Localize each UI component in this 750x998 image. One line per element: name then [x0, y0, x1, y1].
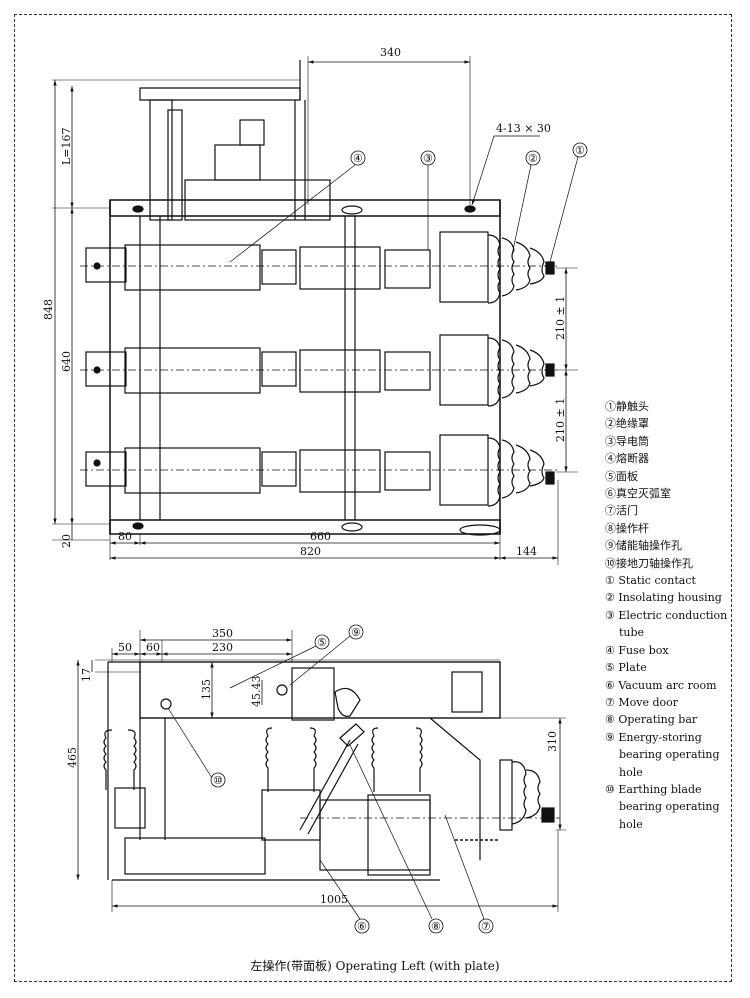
legend-en-3-cont: tube	[619, 626, 645, 640]
legend-zh-6: ⑥真空灭弧室	[605, 487, 671, 501]
dim-820: 820	[300, 545, 321, 558]
callout-1: ①	[575, 144, 585, 157]
callout-10: ⑩	[213, 774, 223, 787]
legend-en-6: ⑥ Vacuum arc room	[605, 678, 717, 692]
fuse-row-2	[80, 334, 560, 407]
dim-l167: L=167	[60, 127, 73, 165]
legend-zh-2: ②绝缘罩	[605, 417, 649, 431]
drawing-caption: 左操作(带面板) Operating Left (with plate)	[250, 959, 500, 973]
legend-zh-1: ①静触头	[605, 400, 649, 413]
callout-2: ②	[528, 152, 538, 165]
dim-640: 640	[60, 351, 73, 372]
dim-210-lower: 210 ± 1	[554, 398, 567, 442]
dim-660: 660	[310, 530, 331, 543]
legend-en-9-cont-a: bearing operating	[619, 748, 720, 762]
legend-zh-5: ⑤面板	[605, 469, 638, 483]
legend-zh-3: ③导电筒	[605, 434, 649, 448]
callout-6: ⑥	[357, 920, 367, 933]
legend-en-8: ⑧ Operating bar	[605, 713, 698, 727]
legend-en-10: ⑩ Earthing blade	[605, 782, 702, 796]
legend-zh-8: ⑧操作杆	[605, 521, 649, 535]
legend-zh-10: ⑩接地刀轴操作孔	[605, 556, 693, 570]
legend-en-4: ④ Fuse box	[605, 643, 669, 657]
legend-en-2: ② Insolating housing	[605, 591, 722, 605]
dim-144: 144	[516, 545, 537, 558]
dim-848: 848	[42, 299, 55, 320]
fuse-row-1	[80, 231, 560, 304]
legend-zh-9: ⑨储能轴操作孔	[605, 539, 682, 553]
dim-310: 310	[546, 731, 559, 752]
dim-60: 60	[146, 641, 160, 654]
top-view: 340 4-13 × 30 848 L=167 640 20 80 660 82…	[42, 46, 588, 565]
side-view: 350 50 60 230 17 135 45.43 465 310 1005 …	[66, 624, 566, 934]
dim-holes: 4-13 × 30	[496, 122, 551, 135]
legend-en-1: ① Static contact	[605, 574, 696, 588]
dim-340: 340	[380, 46, 401, 59]
dim-230: 230	[212, 641, 233, 654]
legend-zh-7: ⑦活门	[605, 504, 638, 518]
dim-50: 50	[118, 641, 132, 654]
callout-7: ⑦	[481, 920, 491, 933]
legend-en-9: ⑨ Energy-storing	[605, 730, 702, 744]
callout-8: ⑧	[431, 920, 441, 933]
legend-en-7: ⑦ Move door	[605, 695, 679, 709]
fuse-row-3	[80, 434, 560, 507]
callout-5: ⑤	[317, 636, 327, 649]
dim-1005: 1005	[320, 893, 348, 906]
drawing-border	[14, 14, 732, 982]
legend-en-5: ⑤ Plate	[605, 661, 647, 675]
callout-9: ⑨	[351, 626, 361, 639]
dim-350: 350	[212, 627, 233, 640]
legend-en-10-cont-b: hole	[619, 817, 643, 831]
dim-135: 135	[200, 679, 213, 700]
legend-en-3: ③ Electric conduction	[605, 608, 728, 622]
dim-20: 20	[60, 534, 73, 548]
callout-4: ④	[353, 152, 363, 165]
dim-80: 80	[118, 530, 132, 543]
dim-45-43: 45.43	[250, 676, 263, 708]
component-legend: ①静触头 ②绝缘罩 ③导电筒 ④熔断器 ⑤面板 ⑥真空灭弧室 ⑦活门 ⑧操作杆 …	[605, 398, 745, 833]
dim-17: 17	[80, 668, 93, 682]
legend-en-9-cont-b: hole	[619, 765, 643, 779]
legend-en-10-cont-a: bearing operating	[619, 800, 720, 814]
dim-465: 465	[66, 747, 79, 768]
callout-3: ③	[423, 152, 433, 165]
legend-zh-4: ④熔断器	[605, 452, 649, 466]
dim-210-upper: 210 ± 1	[554, 296, 567, 340]
